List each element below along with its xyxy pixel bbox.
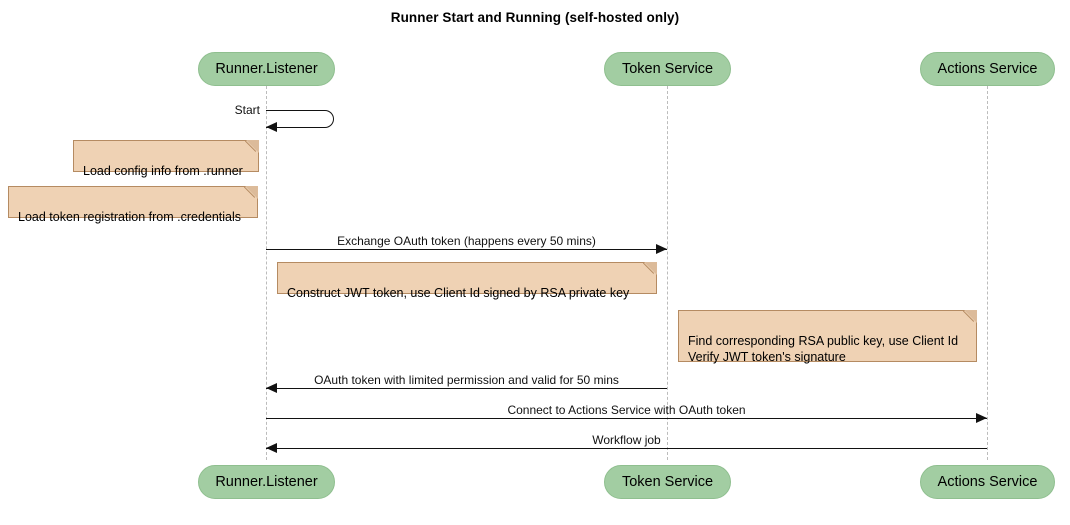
- message-arrowhead-oauth-token-reply: [266, 382, 277, 393]
- message-label-connect-actions-service: Connect to Actions Service with OAuth to…: [507, 403, 746, 417]
- message-label-start: Start: [234, 103, 260, 117]
- note-text: Find corresponding RSA public key, use C…: [688, 334, 959, 364]
- participant-runner-listener-top[interactable]: Runner.Listener: [198, 52, 335, 86]
- note-load-token-registration: Load token registration from .credential…: [8, 186, 258, 224]
- participant-label: Runner.Listener: [215, 61, 318, 77]
- lifeline-actions: [987, 86, 988, 460]
- message-self-loop-start: [266, 110, 334, 128]
- participant-label: Runner.Listener: [215, 474, 318, 490]
- message-arrowhead-connect-actions-service: [976, 412, 987, 423]
- participant-runner-listener-bottom[interactable]: Runner.Listener: [198, 465, 335, 499]
- participant-token-service-bottom[interactable]: Token Service: [604, 465, 731, 499]
- note-fold-edge-icon: [643, 262, 657, 276]
- note-verify-jwt: Find corresponding RSA public key, use C…: [678, 310, 977, 364]
- participant-token-service-top[interactable]: Token Service: [604, 52, 731, 86]
- participant-label: Actions Service: [937, 61, 1038, 77]
- participant-actions-service-bottom[interactable]: Actions Service: [920, 465, 1055, 499]
- message-line-exchange-oauth-token: [266, 249, 667, 250]
- note-text: Construct JWT token, use Client Id signe…: [287, 286, 630, 300]
- participant-label: Token Service: [621, 474, 714, 490]
- message-label-exchange-oauth-token: Exchange OAuth token (happens every 50 m…: [337, 234, 596, 248]
- note-text: Load token registration from .credential…: [18, 210, 242, 224]
- lifeline-runner: [266, 86, 267, 460]
- participant-label: Actions Service: [937, 474, 1038, 490]
- message-label-workflow-job: Workflow job: [592, 433, 661, 447]
- page-title: Runner Start and Running (self-hosted on…: [390, 10, 680, 25]
- message-label-oauth-token-reply: OAuth token with limited permission and …: [314, 373, 619, 387]
- note-text: Load config info from .runner: [83, 164, 243, 178]
- message-arrowhead-exchange-oauth-token: [656, 243, 667, 254]
- lifeline-token: [667, 86, 668, 460]
- message-line-connect-actions-service: [266, 418, 987, 419]
- note-fold-edge-icon: [963, 310, 977, 324]
- message-line-oauth-token-reply: [266, 388, 667, 389]
- note-construct-jwt: Construct JWT token, use Client Id signe…: [277, 262, 657, 300]
- message-arrowhead-start: [266, 122, 277, 132]
- note-fold-edge-icon: [244, 186, 258, 200]
- note-load-config: Load config info from .runner: [73, 140, 259, 178]
- participant-actions-service-top[interactable]: Actions Service: [920, 52, 1055, 86]
- message-line-workflow-job: [266, 448, 987, 449]
- note-fold-edge-icon: [245, 140, 259, 154]
- participant-label: Token Service: [621, 61, 714, 77]
- message-arrowhead-workflow-job: [266, 442, 277, 453]
